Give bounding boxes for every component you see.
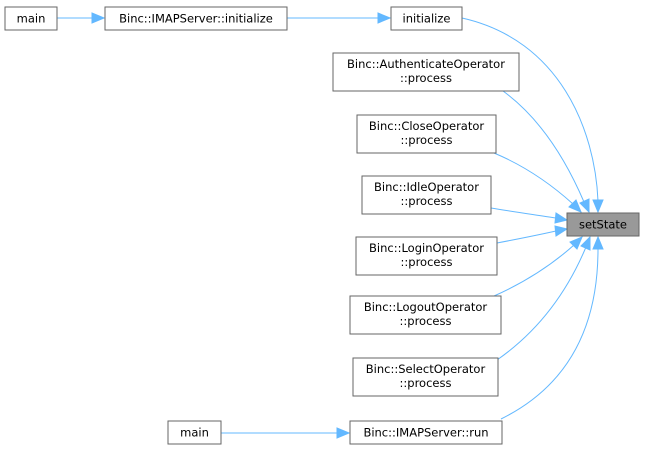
edge-imap-initialize-to-initialize <box>287 12 392 24</box>
edge-idle-to-setstate <box>490 207 569 224</box>
edges-layer <box>57 12 604 439</box>
node-label: main <box>180 426 209 440</box>
node-logout-process[interactable]: Binc::LogoutOperator ::process <box>349 295 502 335</box>
node-label: Binc::IdleOperator <box>374 180 479 194</box>
edge-main-to-imap-run <box>221 427 351 439</box>
edge-select-to-setstate <box>496 235 591 361</box>
node-label: Binc::CloseOperator <box>369 119 485 133</box>
node-label: Binc::IMAPServer::run <box>363 426 488 440</box>
edge-close-to-setstate <box>493 152 582 213</box>
node-login-process[interactable]: Binc::LoginOperator ::process <box>355 236 498 276</box>
node-label: ::process <box>400 314 452 328</box>
node-label: ::process <box>400 71 452 85</box>
node-label: ::process <box>401 133 453 147</box>
edge-logout-to-setstate <box>493 236 583 297</box>
edge-run-to-setstate <box>500 235 604 420</box>
node-setstate[interactable]: setState <box>566 212 640 237</box>
node-label: ::process <box>401 255 453 269</box>
node-idle-process[interactable]: Binc::IdleOperator ::process <box>361 175 492 215</box>
node-close-process[interactable]: Binc::CloseOperator ::process <box>356 114 497 154</box>
node-initialize[interactable]: initialize <box>390 6 463 31</box>
edge-auth-to-setstate <box>502 90 590 214</box>
node-label: setState <box>579 218 627 232</box>
edge-initialize-to-setstate <box>461 17 604 214</box>
node-label: Binc::IMAPServer::initialize <box>119 12 273 26</box>
node-label: ::process <box>400 376 452 390</box>
edge-login-to-setstate <box>496 225 569 244</box>
node-label: main <box>17 12 46 26</box>
nodes-layer: main Binc::IMAPServer::initialize initia… <box>4 6 640 445</box>
node-select-process[interactable]: Binc::SelectOperator ::process <box>352 357 499 397</box>
node-label: ::process <box>401 194 453 208</box>
node-main-bottom[interactable]: main <box>167 420 222 445</box>
node-label: Binc::SelectOperator <box>366 362 486 376</box>
node-label: Binc::LogoutOperator <box>364 300 488 314</box>
edge-main-to-imap-initialize <box>57 12 106 24</box>
node-label: Binc::AuthenticateOperator <box>347 57 505 71</box>
node-imap-run[interactable]: Binc::IMAPServer::run <box>349 420 503 445</box>
node-main-top[interactable]: main <box>4 6 58 31</box>
node-authenticate-process[interactable]: Binc::AuthenticateOperator ::process <box>332 52 520 92</box>
node-imap-initialize[interactable]: Binc::IMAPServer::initialize <box>104 6 288 31</box>
node-label: initialize <box>403 12 451 26</box>
node-label: Binc::LoginOperator <box>369 241 484 255</box>
